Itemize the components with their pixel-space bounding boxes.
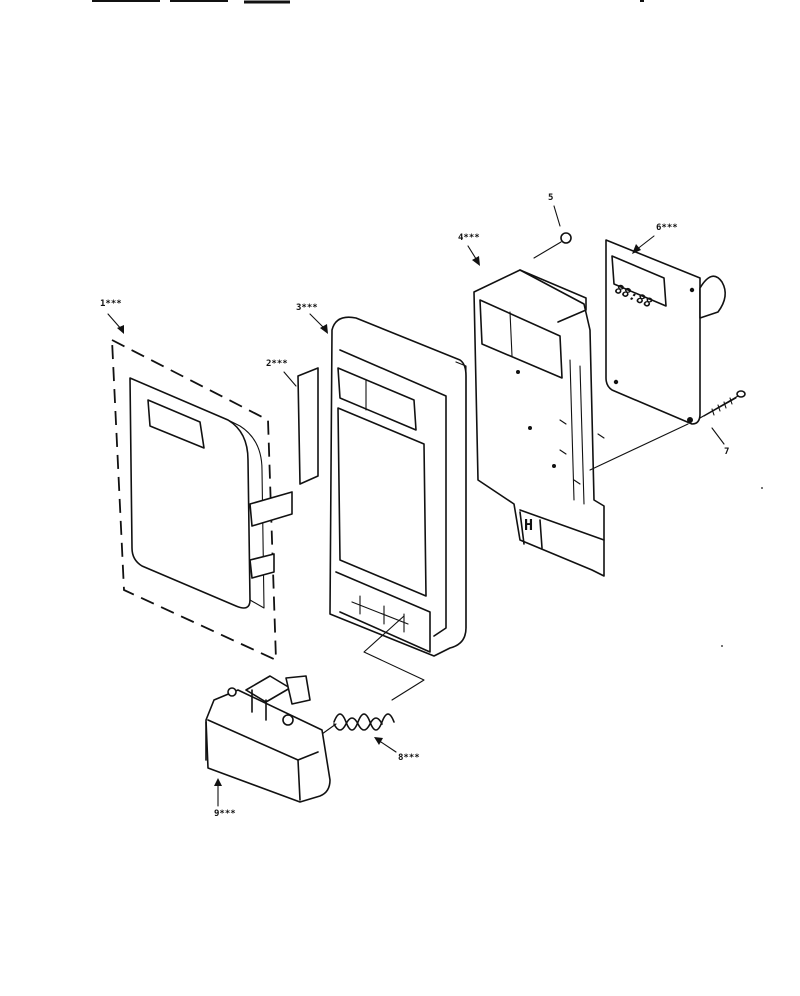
part-9-knob-left	[227, 687, 237, 697]
arrowhead-part-8	[374, 737, 383, 745]
part-9-switch-legs	[251, 689, 267, 721]
leader-part-2	[283, 371, 297, 387]
part-4-hole-2	[528, 426, 532, 430]
part-9-front-edge	[205, 721, 301, 801]
part-4-top-module	[479, 299, 563, 379]
part-4-top-edge	[519, 269, 587, 323]
part-8-spring-end	[321, 723, 337, 735]
part-2-strip	[297, 367, 319, 485]
part-4-hole-1	[516, 370, 520, 374]
wire-board-to-display	[589, 423, 689, 471]
part-3-outer-frame	[329, 316, 467, 657]
header-scan-marks	[92, 0, 644, 4]
part-1-dashed-outline	[111, 338, 277, 662]
part-8-spring	[321, 713, 395, 735]
part-9-knob-right	[282, 714, 294, 726]
scan-speck	[721, 645, 723, 647]
part-3-control-frame	[329, 316, 467, 657]
part-1-door-edge	[227, 419, 265, 609]
part-6-display-board: 88:88	[605, 239, 726, 425]
part-4-components	[559, 359, 605, 505]
arrowhead-part-1	[117, 325, 124, 334]
part-3-inner-face	[339, 349, 447, 637]
leader-part-8	[377, 739, 397, 753]
leader-part-7	[711, 427, 725, 445]
part-3-side-edge	[455, 361, 467, 629]
part-5-screw	[533, 232, 572, 259]
part-2-seal-strip	[297, 367, 319, 485]
label-part-9: 9***	[214, 809, 236, 819]
label-part-8: 8***	[398, 753, 420, 763]
part-3-latch-slots	[351, 595, 409, 633]
leader-part-5	[553, 205, 561, 227]
label-part-2: 2***	[266, 359, 288, 369]
part-4-bracket	[519, 509, 605, 549]
label-part-1: 1***	[100, 299, 122, 309]
part-5-screw-shank	[533, 241, 562, 259]
arrowhead-part-6	[632, 244, 641, 254]
part-7-screw	[699, 390, 746, 419]
part-6-display-window	[611, 255, 667, 307]
part-6-hole-1	[689, 287, 695, 293]
label-part-3: 3***	[296, 303, 318, 313]
part-1-window-cutout	[147, 399, 205, 449]
part-4-module-divider	[509, 311, 513, 357]
part-6-hole-2	[613, 379, 619, 385]
part-4-board-body	[473, 269, 605, 577]
part-4-h-marking: H	[524, 516, 533, 534]
part-3-keypad-area	[337, 407, 427, 597]
wire-frame-to-switch	[363, 615, 425, 701]
part-7-screw-head	[736, 390, 746, 398]
part-9-latch-block	[205, 675, 331, 803]
part-3-display-window	[337, 367, 417, 431]
part-8-coil-back	[333, 717, 383, 731]
part-6-hole-3	[687, 417, 693, 423]
label-part-4: 4***	[458, 233, 480, 243]
label-part-5: 5	[548, 193, 553, 203]
label-part-7: 7	[724, 447, 729, 457]
part-1-door-panel	[111, 338, 293, 662]
part-3-lower-opening	[335, 571, 431, 653]
part-1-door-body	[129, 377, 251, 609]
part-4-circuit-board: H	[473, 269, 605, 577]
part-1-hinge-upper	[249, 491, 293, 527]
part-9-switch-tab	[285, 675, 311, 705]
arrowhead-part-9	[214, 778, 222, 786]
part-7-screw-thread	[711, 397, 733, 416]
part-8-coil	[333, 713, 395, 731]
arrowhead-part-3	[320, 324, 328, 334]
part-1-hinge-lower	[249, 553, 275, 579]
part-6-tab	[699, 275, 726, 319]
label-part-6: 6***	[656, 223, 678, 233]
arrowhead-part-4	[472, 256, 480, 266]
scan-speck	[761, 487, 763, 489]
part-4-hole-3	[552, 464, 556, 468]
part-6-board	[605, 239, 701, 425]
part-5-screw-head	[560, 232, 572, 244]
